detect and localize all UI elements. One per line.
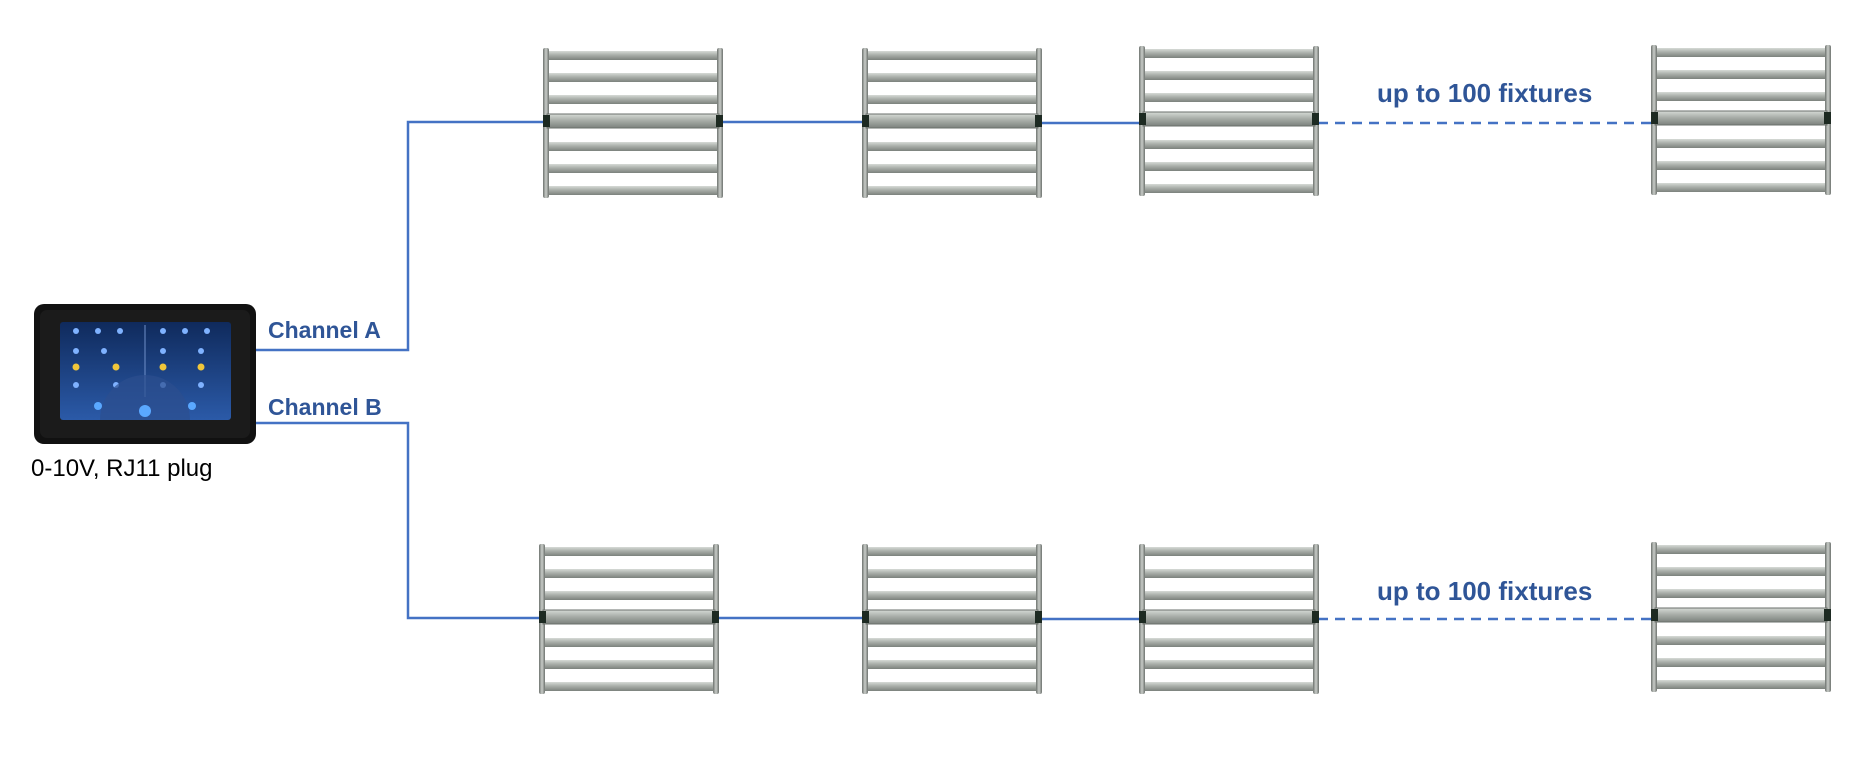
- fixture-icon: [543, 48, 723, 198]
- fixture-icon: [1139, 46, 1319, 196]
- channel-b-wiring: [254, 421, 1656, 621]
- channel-a-wiring: [254, 120, 1656, 352]
- fixture-icon: [539, 544, 719, 694]
- fixture-icon: [1651, 542, 1831, 692]
- fixture-icon: [1139, 544, 1319, 694]
- channel-a-fixture-count-label: up to 100 fixtures: [1377, 78, 1592, 108]
- channel-b-fixture-count-label: up to 100 fixtures: [1377, 576, 1592, 606]
- touchscreen-controller-icon: [34, 304, 256, 444]
- fixture-icon: [1651, 45, 1831, 195]
- channel-b-label: Channel B: [268, 394, 382, 420]
- channel-b-main-wire: [254, 421, 544, 620]
- channel-a-main-wire: [254, 120, 548, 352]
- fixture-icon: [862, 544, 1042, 694]
- channel-a-label: Channel A: [268, 317, 381, 343]
- controller-caption: 0-10V, RJ11 plug: [31, 455, 212, 482]
- fixture-icon: [862, 48, 1042, 198]
